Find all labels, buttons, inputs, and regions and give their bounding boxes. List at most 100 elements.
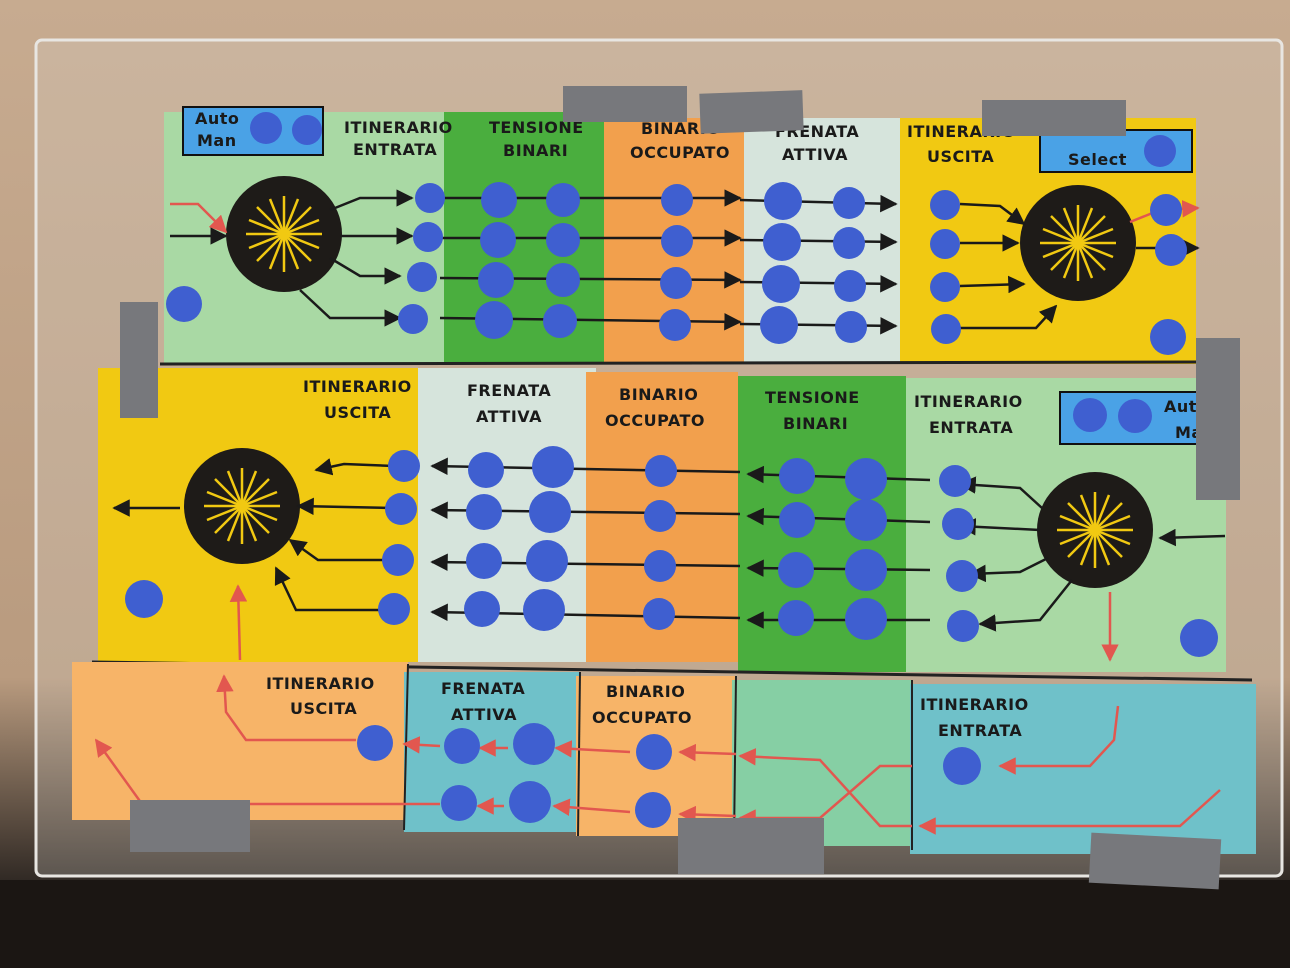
top-auto-button[interactable] <box>250 112 282 144</box>
top-right-star-icon <box>1040 205 1116 281</box>
top-button[interactable] <box>546 183 580 217</box>
bot-frenata-label-2: ATTIVA <box>451 705 517 724</box>
top-button[interactable] <box>833 187 865 219</box>
mid-binario-label-2: OCCUPATO <box>605 411 705 430</box>
mid-button[interactable] <box>845 598 887 640</box>
mid-button[interactable] <box>532 446 574 488</box>
top-button[interactable] <box>661 225 693 257</box>
mid-man-button[interactable] <box>1118 399 1152 433</box>
top-button[interactable] <box>930 190 960 220</box>
mid-uscita-label-1: ITINERARIO <box>303 377 412 396</box>
top-button[interactable] <box>413 222 443 252</box>
tape-piece <box>563 86 687 122</box>
mid-button[interactable] <box>466 494 502 530</box>
mid-button[interactable] <box>845 549 887 591</box>
table-dark-edge <box>0 880 1290 968</box>
bot-track-arrows <box>94 674 1221 835</box>
mid-button[interactable] <box>778 552 814 588</box>
bot-button[interactable] <box>635 792 671 828</box>
bot-button[interactable] <box>509 781 551 823</box>
bottom-row: ITINERARIO USCITA FRENATA ATTIVA BINARIO… <box>72 662 1256 854</box>
mid-button[interactable] <box>779 458 815 494</box>
mid-button[interactable] <box>378 593 410 625</box>
top-tensione-label-1: TENSIONE <box>489 118 584 137</box>
mid-button[interactable] <box>942 508 974 540</box>
mid-button[interactable] <box>388 450 420 482</box>
mid-button[interactable] <box>523 589 565 631</box>
top-button[interactable] <box>166 286 202 322</box>
top-select-label-2: Select <box>1068 150 1127 169</box>
mid-button[interactable] <box>779 502 815 538</box>
mid-uscita-label-2: USCITA <box>324 403 391 422</box>
top-button[interactable] <box>543 304 577 338</box>
top-button[interactable] <box>764 182 802 220</box>
mid-button[interactable] <box>468 452 504 488</box>
top-button[interactable] <box>835 311 867 343</box>
top-button[interactable] <box>930 229 960 259</box>
top-button[interactable] <box>760 306 798 344</box>
top-button[interactable] <box>546 223 580 257</box>
bot-entrata-label-1: ITINERARIO <box>920 695 1029 714</box>
bot-buttons <box>357 723 981 828</box>
mid-button[interactable] <box>778 600 814 636</box>
top-select-button[interactable] <box>1144 135 1176 167</box>
mid-button[interactable] <box>466 543 502 579</box>
top-button[interactable] <box>1150 319 1186 355</box>
top-binario-label-2: OCCUPATO <box>630 143 730 162</box>
top-button[interactable] <box>661 184 693 216</box>
mid-button[interactable] <box>939 465 971 497</box>
tape-piece <box>120 302 158 418</box>
mid-entrata-label-1: ITINERARIO <box>914 392 1023 411</box>
mid-button[interactable] <box>644 500 676 532</box>
mid-button[interactable] <box>529 491 571 533</box>
top-button[interactable] <box>480 222 516 258</box>
tape-piece <box>1088 832 1222 890</box>
bot-frenata-label-1: FRENATA <box>441 679 525 698</box>
mid-auto-button[interactable] <box>1073 398 1107 432</box>
mid-button[interactable] <box>526 540 568 582</box>
mid-button[interactable] <box>947 610 979 642</box>
mid-button[interactable] <box>645 455 677 487</box>
bot-button[interactable] <box>444 728 480 764</box>
bot-button[interactable] <box>636 734 672 770</box>
top-button[interactable] <box>546 263 580 297</box>
top-button[interactable] <box>931 314 961 344</box>
bot-divider <box>733 675 737 843</box>
top-button[interactable] <box>1150 194 1182 226</box>
bot-button[interactable] <box>513 723 555 765</box>
top-button[interactable] <box>763 223 801 261</box>
mid-button[interactable] <box>845 499 887 541</box>
mid-button[interactable] <box>464 591 500 627</box>
top-button[interactable] <box>833 227 865 259</box>
tape-pieces <box>120 86 1240 890</box>
mid-button[interactable] <box>382 544 414 576</box>
bot-button[interactable] <box>357 725 393 761</box>
top-man-button[interactable] <box>292 115 322 145</box>
top-button[interactable] <box>478 262 514 298</box>
mid-button[interactable] <box>1180 619 1218 657</box>
top-button[interactable] <box>415 183 445 213</box>
mid-button[interactable] <box>644 550 676 582</box>
bot-button[interactable] <box>441 785 477 821</box>
top-button[interactable] <box>475 301 513 339</box>
top-button[interactable] <box>481 182 517 218</box>
top-left-star-icon <box>246 196 322 272</box>
mid-button[interactable] <box>385 493 417 525</box>
top-button[interactable] <box>407 262 437 292</box>
top-button[interactable] <box>834 270 866 302</box>
bot-button[interactable] <box>943 747 981 785</box>
top-button[interactable] <box>398 304 428 334</box>
top-button[interactable] <box>1155 234 1187 266</box>
tape-piece <box>130 800 250 852</box>
mid-button[interactable] <box>845 458 887 500</box>
mid-button[interactable] <box>946 560 978 592</box>
tape-piece <box>1196 338 1240 500</box>
top-button[interactable] <box>659 309 691 341</box>
top-button[interactable] <box>930 272 960 302</box>
bot-binario-label-1: BINARIO <box>606 682 685 701</box>
top-button[interactable] <box>660 267 692 299</box>
tape-piece <box>982 100 1126 136</box>
top-button[interactable] <box>762 265 800 303</box>
mid-button[interactable] <box>125 580 163 618</box>
mid-button[interactable] <box>643 598 675 630</box>
